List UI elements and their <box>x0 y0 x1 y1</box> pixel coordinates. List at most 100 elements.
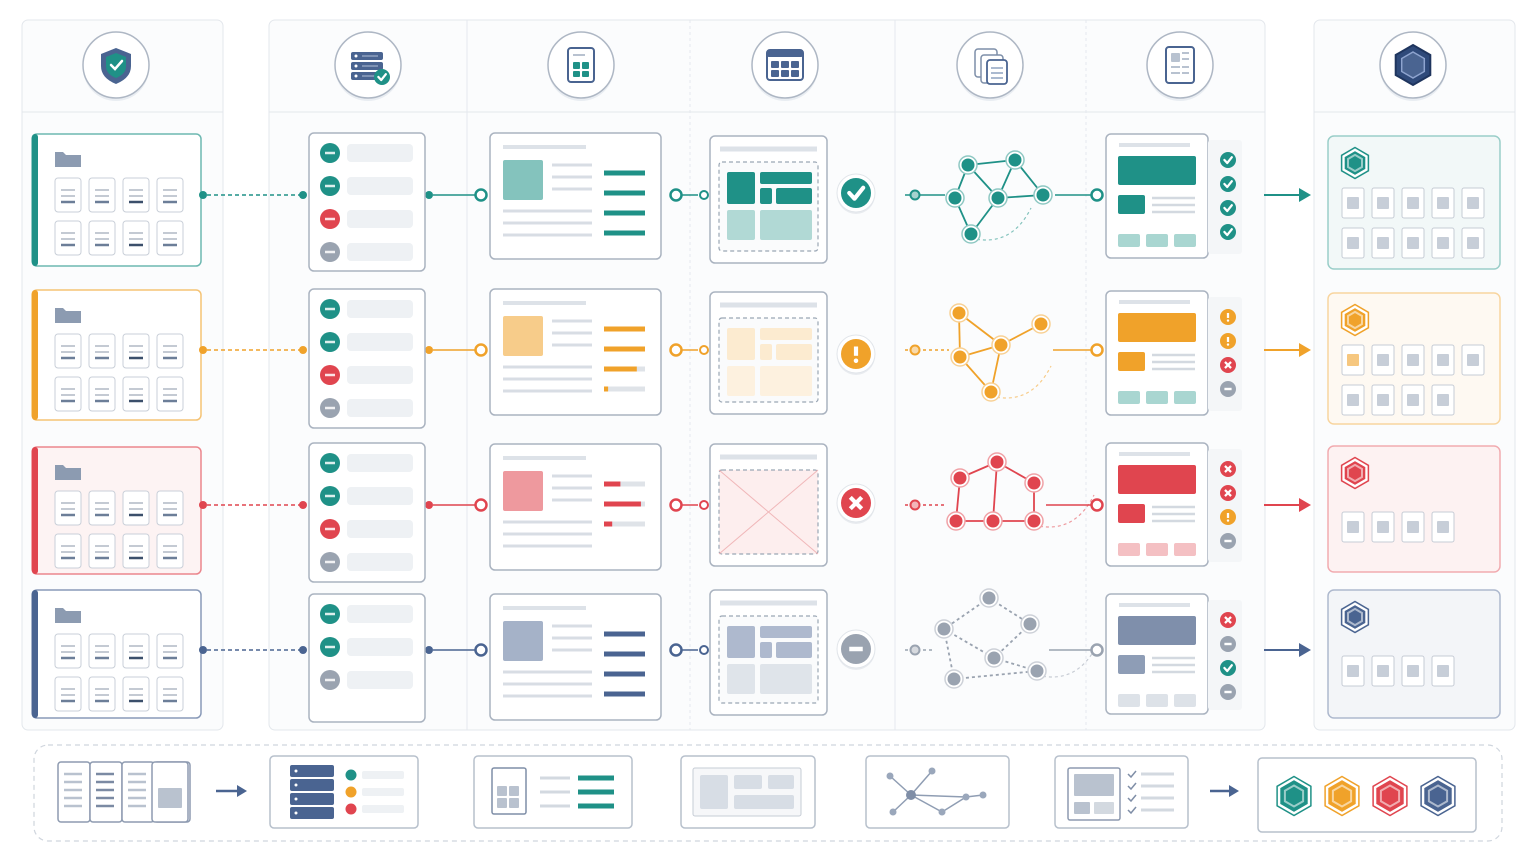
status-bar <box>347 366 413 384</box>
layout-card <box>709 291 828 415</box>
extracted-image <box>503 160 543 200</box>
output-tile <box>1371 384 1395 416</box>
server-check-icon <box>334 31 402 101</box>
source-folder-card <box>31 589 202 719</box>
status-bar <box>347 520 413 538</box>
file-thumbnail <box>122 676 150 712</box>
output-tile <box>1401 511 1425 543</box>
arrow-icon <box>216 785 247 797</box>
row-error <box>31 442 1501 583</box>
review-status-icon <box>1220 612 1236 628</box>
file-thumbnail <box>156 376 184 412</box>
legend-strip <box>33 744 1503 842</box>
output-tile <box>1371 227 1395 259</box>
check-circle-icon <box>836 173 876 214</box>
output-tile <box>1341 655 1365 687</box>
review-status-icon <box>1220 461 1236 477</box>
validation-card-frame <box>308 593 426 723</box>
file-thumbnail <box>88 633 116 669</box>
review-list-icon <box>1054 755 1189 829</box>
server-status-icon <box>269 755 419 829</box>
legend-hexagon <box>1276 775 1312 817</box>
review-status-icon <box>1220 381 1236 397</box>
row-warning <box>31 288 1501 429</box>
output-tile <box>1341 511 1365 543</box>
verdict-mark <box>841 634 871 664</box>
output-card <box>1327 589 1501 719</box>
output-tile <box>1431 655 1455 687</box>
output-tile <box>1431 344 1455 376</box>
output-tile <box>1401 187 1425 219</box>
folder-icon <box>55 308 81 323</box>
validation-card-frame <box>308 132 426 272</box>
source-folder-card <box>31 133 202 267</box>
file-thumbnail <box>54 490 82 526</box>
output-tile <box>1461 227 1485 259</box>
status-hexagon-icon <box>1340 146 1370 180</box>
file-thumbnail <box>156 490 184 526</box>
status-bar <box>347 177 413 195</box>
file-thumbnail <box>88 676 116 712</box>
extracted-document-icon <box>473 755 633 829</box>
file-thumbnail <box>54 376 82 412</box>
connector <box>199 188 709 202</box>
file-thumbnail <box>54 177 82 213</box>
file-thumbnail <box>122 333 150 369</box>
output-tile <box>1371 655 1395 687</box>
status-hexagon-icon <box>1340 303 1370 337</box>
file-thumbnail <box>156 633 184 669</box>
output-tile <box>1431 227 1455 259</box>
folder-icon <box>55 152 81 167</box>
output-tile <box>1371 511 1395 543</box>
stacked-documents-icon <box>57 761 191 823</box>
file-thumbnail <box>54 676 82 712</box>
status-accent-bar <box>32 290 38 420</box>
connector <box>199 498 709 512</box>
status-hexagon-icon <box>1340 456 1370 490</box>
file-thumbnail <box>54 220 82 256</box>
copy-documents-icon <box>956 31 1024 101</box>
verdict-mark <box>841 488 871 518</box>
source-folder-card <box>31 446 202 575</box>
review-card <box>1105 133 1242 259</box>
minus-circle-icon <box>836 629 876 670</box>
grid-window-icon <box>751 31 819 101</box>
arrow <box>1264 643 1311 657</box>
review-card <box>1105 593 1242 715</box>
review-status-icon <box>1220 485 1236 501</box>
network-edge <box>953 670 1038 680</box>
validation-card <box>308 593 426 723</box>
row-neutral <box>31 588 1501 723</box>
extraction-card <box>489 593 662 721</box>
review-status-icon <box>1220 357 1236 373</box>
extraction-card <box>489 132 662 260</box>
output-card <box>1327 445 1501 573</box>
status-bar <box>347 487 413 505</box>
layout-card <box>709 443 828 567</box>
validation-card-frame <box>308 288 426 429</box>
output-tile <box>1341 187 1365 219</box>
hexagon-icon <box>1379 31 1447 101</box>
source-folder-card <box>31 289 202 421</box>
output-tile <box>1401 384 1425 416</box>
file-thumbnail <box>54 633 82 669</box>
output-card-frame <box>1327 589 1501 719</box>
review-status-icon <box>1220 333 1236 349</box>
output-tile <box>1461 187 1485 219</box>
output-tile <box>1431 511 1455 543</box>
status-bar <box>347 671 413 689</box>
output-card <box>1327 135 1501 270</box>
output-tile <box>1401 344 1425 376</box>
file-thumbnail <box>88 220 116 256</box>
network-edge <box>992 461 998 522</box>
file-thumbnail <box>156 676 184 712</box>
file-thumbnail <box>122 490 150 526</box>
legend-hexagon <box>1372 775 1408 817</box>
review-banner <box>1118 465 1196 494</box>
extraction-card <box>489 443 662 571</box>
status-bar <box>347 553 413 571</box>
output-tile <box>1371 344 1395 376</box>
output-tile <box>1431 187 1455 219</box>
network-graph <box>905 150 1104 244</box>
status-hexagon-icon <box>1340 600 1370 634</box>
